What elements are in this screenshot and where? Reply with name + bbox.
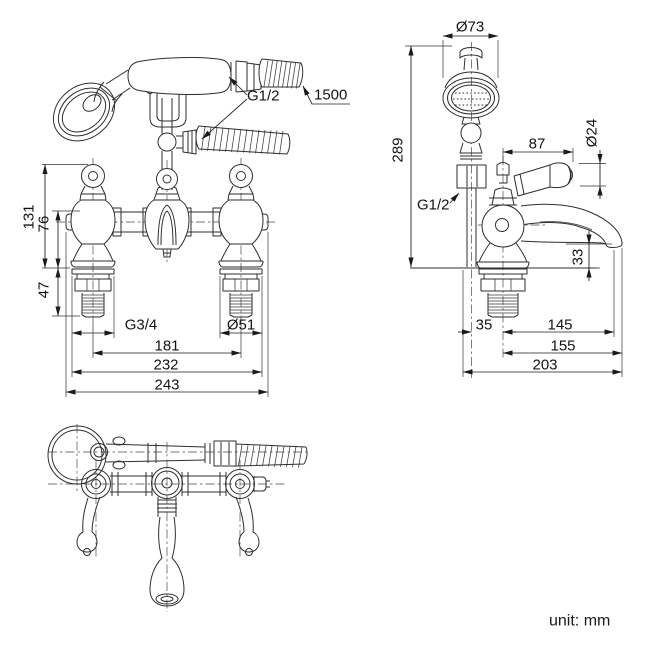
side-dimensions: Ø73 289 87 Ø24 G1/2 33 35 145 155 203	[390, 19, 623, 377]
dim-label-side-connection-thread: G1/2	[417, 197, 450, 214]
dim-label-spout-outlet-projection: 145	[547, 317, 572, 334]
dim-label-front-connection-thread: G1/2	[247, 88, 280, 105]
top-view	[47, 424, 308, 612]
front-handset-and-hose	[52, 57, 304, 142]
dim-label-inlet-centres: 181	[154, 338, 179, 355]
dim-label-overall-depth: 203	[532, 357, 557, 374]
unit-label: unit: mm	[549, 613, 610, 630]
dim-label-spout-projection: 155	[550, 338, 575, 355]
dim-label-base-flange-diameter: Ø51	[227, 317, 255, 334]
top-spout	[149, 497, 185, 607]
dim-label-holder-to-body-offset: 35	[476, 317, 493, 334]
top-head-and-grip	[47, 425, 308, 485]
front-dimensions: 131 76 47 G3/4 Ø51 181 232 243 G1/2 1500	[21, 76, 350, 397]
top-valves-and-body	[76, 467, 270, 556]
dim-label-inlet-thread: G3/4	[125, 317, 158, 334]
dim-label-height-to-handle-top: 131	[21, 204, 38, 229]
dim-label-spout-clearance-height: 33	[570, 249, 587, 266]
front-view: 131 76 47 G3/4 Ø51 181 232 243 G1/2 1500	[21, 57, 350, 397]
dim-label-hose-length: 1500	[314, 87, 347, 104]
front-center-body	[144, 86, 291, 258]
dim-label-overall-height: 289	[390, 137, 407, 162]
side-handset	[442, 47, 500, 267]
dim-label-handset-head-diameter: Ø73	[456, 19, 484, 36]
dim-label-overall-width: 243	[154, 377, 179, 394]
dim-label-body-width: 232	[153, 357, 178, 374]
dim-label-handle-reach: 87	[529, 136, 546, 153]
dim-label-under-deck-depth: 47	[36, 282, 53, 299]
dim-label-height-to-pipe-top: 76	[36, 216, 53, 233]
dim-label-handle-end-diameter: Ø24	[584, 119, 601, 147]
side-body-and-spout	[410, 162, 623, 318]
side-view: Ø73 289 87 Ø24 G1/2 33 35 145 155 203	[390, 19, 623, 378]
